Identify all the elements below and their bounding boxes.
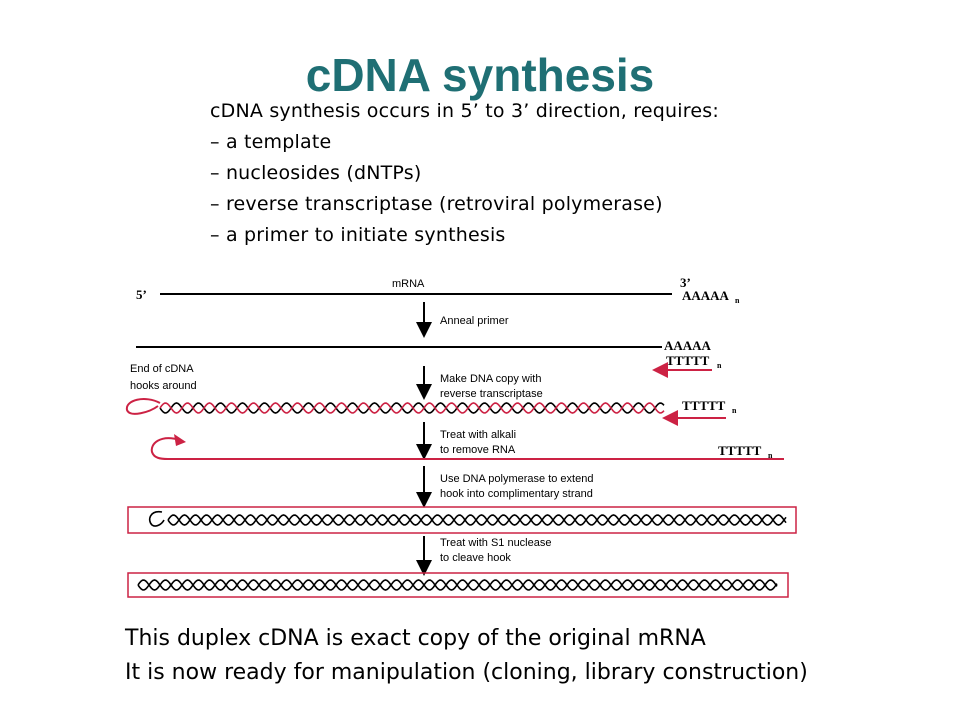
step-s1-nuclease-1: Treat with S1 nuclease [440,537,551,549]
dna-hook [148,510,165,527]
step-anneal-primer: Anneal primer [440,315,509,327]
conclusion-line-2: It is now ready for manipulation (clonin… [125,660,808,685]
poly-t-subscript-3: n [732,406,737,415]
step-dna-polymerase-2: hook into complimentary strand [440,488,593,500]
conclusion-text: This duplex cDNA is exact copy of the or… [125,622,925,690]
poly-t-label-3: TTTTT [682,398,726,413]
helix-strand-a-6 [137,579,778,591]
step-dna-polymerase-1: Use DNA polymerase to extend [440,473,593,485]
helix-strand-a-5 [167,514,787,526]
final-duplex-box [127,572,789,598]
step-make-dna-copy-2: reverse transcriptase [440,388,543,400]
requirement-reverse-transcriptase: – reverse transcriptase (retroviral poly… [210,193,663,215]
mrna-label: mRNA [392,278,425,290]
five-prime-label: 5’ [136,287,147,302]
conclusion-line-1: This duplex cDNA is exact copy of the or… [125,626,706,651]
single-strand-cdna [150,437,784,460]
helix-strand-b-5 [167,514,787,526]
helix-strand-b-6 [137,579,778,591]
requirement-dntps: – nucleosides (dNTPs) [210,162,422,184]
intro-text: cDNA synthesis occurs in 5’ to 3’ direct… [210,96,910,251]
requirement-primer: – a primer to initiate synthesis [210,224,506,246]
poly-a-subscript-1: n [735,296,740,305]
hook-arrowhead [174,434,186,446]
side-note-line-1: End of cDNA [130,363,194,375]
side-note-line-2: hooks around [130,380,197,392]
step-alkali-1: Treat with alkali [440,429,516,441]
duplex-box-with-hook [127,506,797,534]
slide-title: cDNA synthesis [305,49,655,101]
cdna-hook-1 [125,398,161,415]
poly-a-tail-1: AAAAA [682,288,730,303]
helix-strand-black-3 [159,402,665,414]
requirement-template: – a template [210,131,332,153]
poly-a-tail-2: AAAAA [664,338,712,353]
helix-strand-red-3 [159,402,665,414]
step-s1-nuclease-2: to cleave hook [440,552,511,564]
poly-t-primer-2: TTTTT [666,353,710,368]
three-prime-label: 3’ [680,275,691,290]
intro-line: cDNA synthesis occurs in 5’ to 3’ direct… [210,100,719,122]
poly-t-subscript-2: n [717,361,722,370]
poly-t-label-4: TTTTT [718,443,762,458]
poly-t-subscript-4: n [768,451,773,460]
step-make-dna-copy-1: Make DNA copy with [440,373,541,385]
step-alkali-2: to remove RNA [440,444,516,456]
